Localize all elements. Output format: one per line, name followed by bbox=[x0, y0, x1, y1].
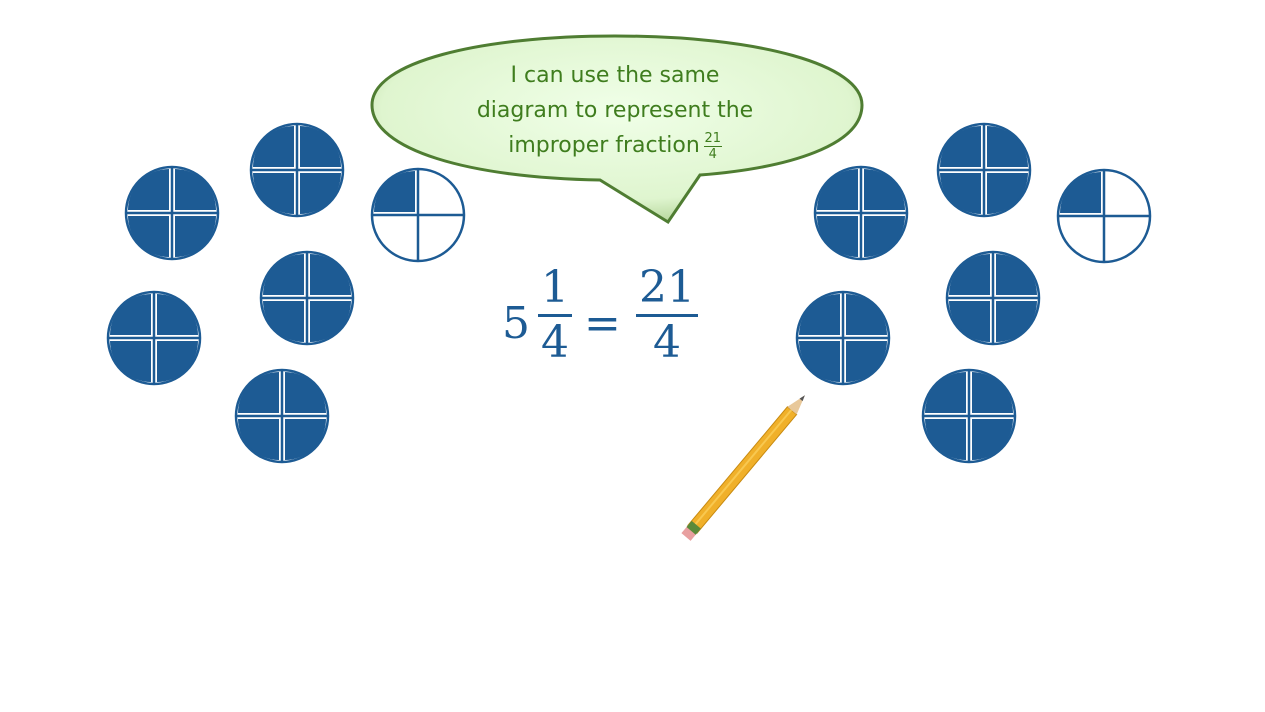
fraction-circle bbox=[370, 167, 466, 263]
shaded-quarter bbox=[128, 169, 169, 210]
shaded-quarter bbox=[925, 372, 966, 413]
improper-numerator: 21 bbox=[639, 262, 695, 313]
shaded-quarter bbox=[110, 341, 151, 382]
speech-bubble bbox=[370, 34, 864, 225]
speech-bubble-text: I can use the same diagram to represent … bbox=[440, 58, 790, 163]
mixed-numerator: 1 bbox=[541, 262, 569, 313]
fraction-circle bbox=[1056, 168, 1152, 264]
shaded-quarter bbox=[799, 294, 840, 335]
fraction-circle bbox=[124, 165, 220, 261]
shaded-quarter bbox=[175, 169, 216, 210]
fraction-circle bbox=[259, 250, 355, 346]
shaded-quarter bbox=[157, 341, 198, 382]
shaded-quarter bbox=[864, 216, 905, 257]
shaded-quarter bbox=[996, 301, 1037, 342]
shaded-quarter bbox=[263, 254, 304, 295]
shaded-quarter bbox=[253, 173, 294, 214]
shaded-quarter bbox=[987, 173, 1028, 214]
fraction-circle bbox=[106, 290, 202, 386]
shaded-quarter bbox=[817, 169, 858, 210]
bubble-line-3: improper fraction bbox=[508, 133, 700, 158]
fraction-circle bbox=[249, 122, 345, 218]
shaded-quarter bbox=[310, 254, 351, 295]
shaded-quarter bbox=[972, 419, 1013, 460]
fraction-circle bbox=[795, 290, 891, 386]
shaded-quarter bbox=[846, 294, 887, 335]
shaded-quarter bbox=[925, 419, 966, 460]
bubble-line-2: diagram to represent the bbox=[476, 98, 754, 123]
shaded-quarter bbox=[987, 126, 1028, 167]
bubble-fraction-denominator: 4 bbox=[708, 146, 717, 162]
shaded-quarter bbox=[864, 169, 905, 210]
pencil-icon bbox=[681, 395, 805, 541]
shaded-quarter bbox=[949, 254, 990, 295]
fraction-circle bbox=[234, 368, 330, 464]
shaded-quarter bbox=[817, 216, 858, 257]
shaded-quarter bbox=[940, 126, 981, 167]
shaded-quarter bbox=[253, 126, 294, 167]
shaded-quarter bbox=[374, 171, 415, 212]
shaded-quarter bbox=[157, 294, 198, 335]
shaded-quarter bbox=[799, 341, 840, 382]
fraction-circle bbox=[921, 368, 1017, 464]
bubble-fraction-numerator: 21 bbox=[704, 130, 722, 146]
shaded-quarter bbox=[310, 301, 351, 342]
shaded-quarter bbox=[285, 419, 326, 460]
fraction-circle bbox=[945, 250, 1041, 346]
shaded-quarter bbox=[996, 254, 1037, 295]
shaded-quarter bbox=[300, 173, 341, 214]
shaded-quarter bbox=[285, 372, 326, 413]
shaded-quarter bbox=[238, 419, 279, 460]
shaded-quarter bbox=[940, 173, 981, 214]
shaded-quarter bbox=[128, 216, 169, 257]
shaded-quarter bbox=[300, 126, 341, 167]
equation-equals: = bbox=[584, 298, 621, 349]
shaded-quarter bbox=[972, 372, 1013, 413]
shaded-quarter bbox=[238, 372, 279, 413]
mixed-denominator: 4 bbox=[541, 317, 569, 368]
improper-denominator: 4 bbox=[653, 317, 681, 368]
fraction-circle bbox=[813, 165, 909, 261]
fraction-circle bbox=[936, 122, 1032, 218]
shaded-quarter bbox=[175, 216, 216, 257]
shaded-quarter bbox=[1060, 172, 1101, 213]
equation-whole: 5 bbox=[502, 298, 530, 349]
shaded-quarter bbox=[110, 294, 151, 335]
shaded-quarter bbox=[263, 301, 304, 342]
shaded-quarter bbox=[846, 341, 887, 382]
shaded-quarter bbox=[949, 301, 990, 342]
bubble-line-1: I can use the same bbox=[510, 63, 720, 88]
